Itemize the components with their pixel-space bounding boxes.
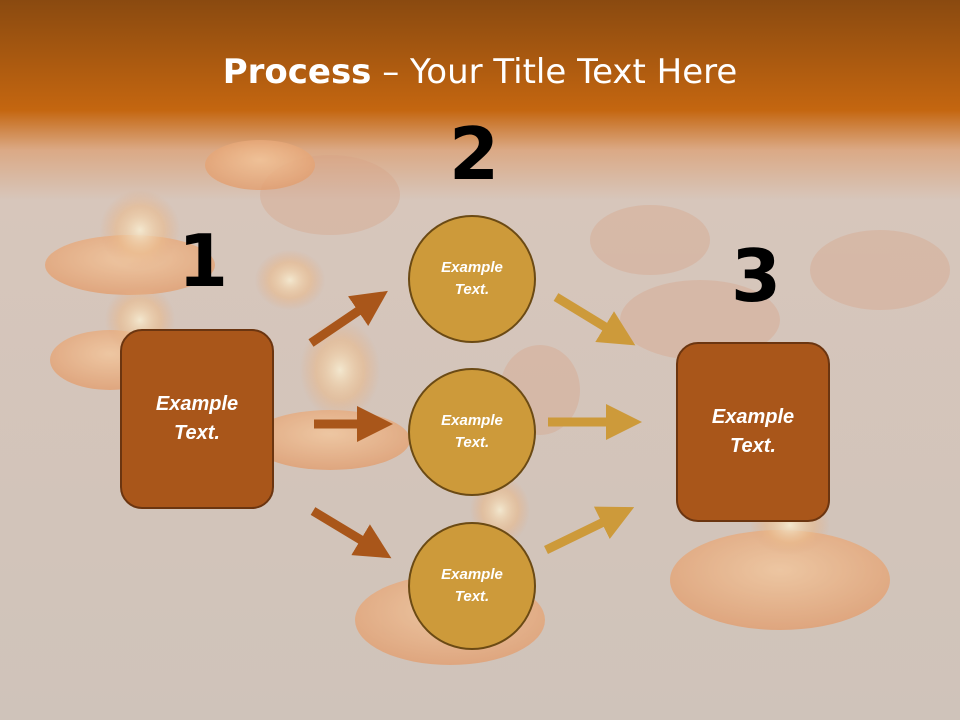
step-2-item-label: Example Text. bbox=[441, 565, 503, 606]
step-1-box: Example Text. bbox=[120, 329, 274, 509]
step-2-number: 2 bbox=[449, 112, 500, 196]
step-1-number: 1 bbox=[178, 219, 229, 303]
step-1-label: Example Text. bbox=[155, 393, 239, 444]
step-2-circle-middle: Example Text. bbox=[408, 368, 536, 496]
step-2-circle-bottom: Example Text. bbox=[408, 522, 536, 650]
slide-title: Process – Your Title Text Here bbox=[0, 52, 960, 92]
title-bold: Process bbox=[222, 52, 372, 92]
step-2-item-label: Example Text. bbox=[441, 411, 503, 452]
step-3-label: Example Text. bbox=[711, 406, 795, 457]
title-rest: – Your Title Text Here bbox=[371, 52, 738, 92]
step-3-box: Example Text. bbox=[676, 342, 830, 522]
step-3-number: 3 bbox=[731, 234, 782, 318]
step-2-circle-top: Example Text. bbox=[408, 215, 536, 343]
step-2-item-label: Example Text. bbox=[441, 258, 503, 299]
